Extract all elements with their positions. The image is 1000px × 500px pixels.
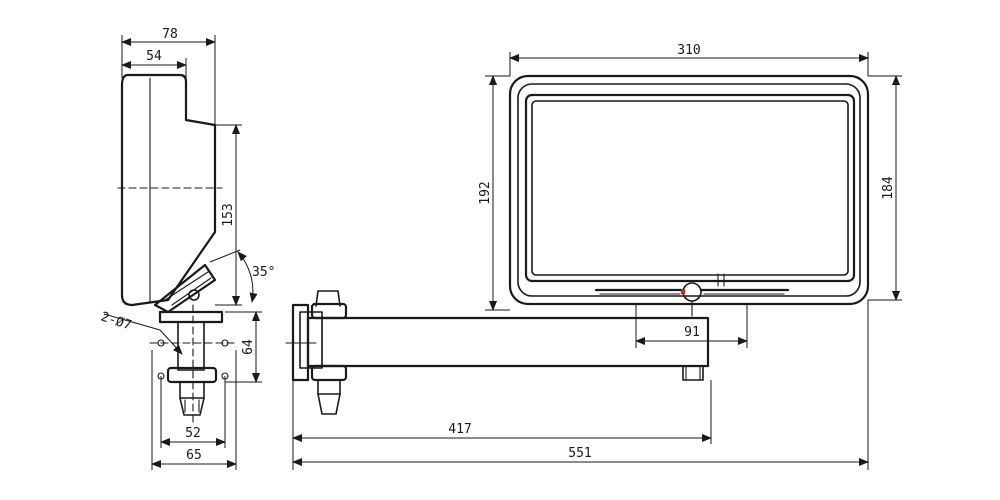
dim-label-52: 52	[185, 426, 201, 441]
indicator-led-icon	[681, 289, 685, 294]
front-dimensions: 310 192 184	[478, 43, 902, 311]
dim-label-310: 310	[677, 43, 700, 58]
display-screen	[531, 100, 849, 276]
dim-label-192: 192	[478, 181, 493, 204]
dim-label-64: 64	[241, 339, 256, 355]
dim-label-35: 35°	[252, 265, 275, 280]
dim-label-holes: 2-Ø7	[99, 310, 133, 334]
base-nut	[179, 381, 205, 399]
arm-top-clamp	[310, 302, 348, 320]
front-knob-icon	[682, 282, 702, 302]
dim-label-153: 153	[221, 203, 236, 226]
side-view	[117, 73, 236, 426]
arm-dimensions: 91 417 551	[292, 300, 869, 470]
mount-hole-right-icon	[221, 339, 229, 347]
bracket-top-plate	[158, 310, 224, 324]
arm-top-cap	[315, 290, 341, 307]
dim-label-551: 551	[568, 446, 591, 461]
display-outer-frame	[508, 74, 870, 306]
mount-hole-left-icon	[157, 339, 165, 347]
tilt-knob-icon	[188, 289, 200, 301]
side-head-body	[120, 73, 217, 307]
arm-plate-inner	[299, 311, 323, 369]
side-dimensions: 78 54 153 35° 2-Ø7 64 52 65	[99, 27, 275, 470]
dim-arc-35	[237, 251, 258, 303]
bracket-post	[177, 321, 205, 371]
dim-leader-holes	[159, 329, 183, 355]
display-bezel	[517, 83, 861, 297]
hinge-detail-1	[164, 271, 209, 301]
arm-end-fitting	[682, 365, 704, 381]
dim-label-91: 91	[684, 325, 700, 340]
base-cap	[179, 397, 205, 416]
dim-label-54: 54	[146, 49, 162, 64]
tilt-hinge	[153, 263, 217, 314]
front-view	[508, 74, 870, 317]
mounting-arm	[285, 290, 710, 415]
dim-label-65: 65	[186, 448, 202, 463]
dim-label-184: 184	[881, 176, 896, 200]
arm-bottom-nut	[317, 379, 341, 395]
dim-label-417: 417	[448, 422, 471, 437]
dim-label-78: 78	[162, 27, 178, 42]
arm-beam	[306, 316, 710, 368]
display-screen-outer	[524, 93, 856, 283]
arm-bottom-cap	[317, 393, 341, 415]
